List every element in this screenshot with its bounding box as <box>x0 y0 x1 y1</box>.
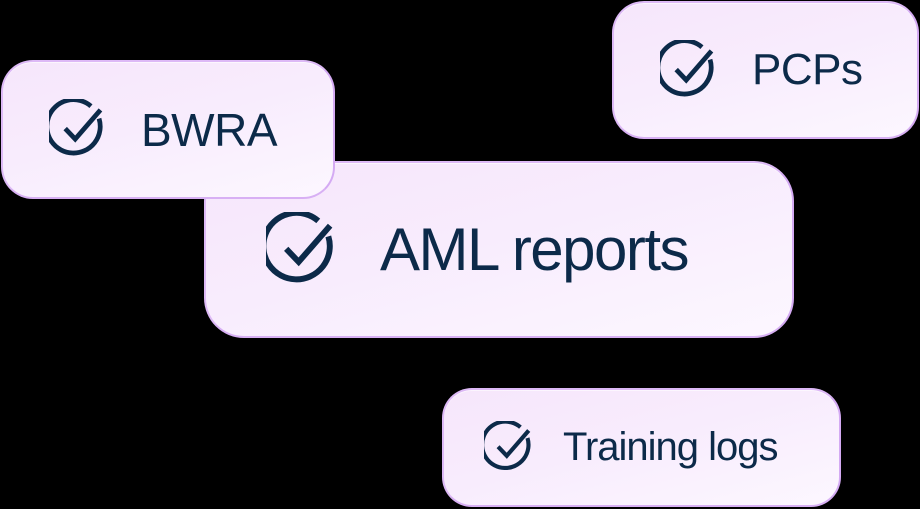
check-circle-icon <box>484 421 531 471</box>
check-circle-icon <box>49 99 103 156</box>
checklist-card-pcps: PCPs <box>612 1 919 139</box>
checklist-label: Training logs <box>563 425 779 469</box>
check-circle-icon <box>266 211 333 282</box>
checklist-label: PCPs <box>752 45 863 94</box>
checklist-card-bwra: BWRA <box>1 60 335 199</box>
checklist-label: BWRA <box>141 103 278 156</box>
checklist-card-training-logs: Training logs <box>442 388 841 507</box>
check-circle-icon <box>660 39 714 96</box>
checklist-label: AML reports <box>380 216 690 283</box>
